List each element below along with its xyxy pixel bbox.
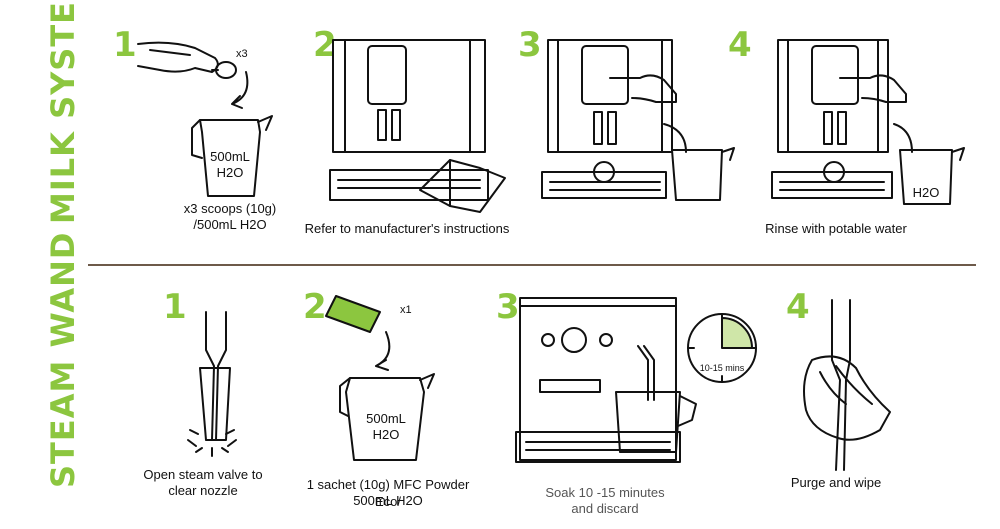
- coffee-machine-icon: [771, 39, 893, 199]
- milk-step-1-jug-label: 500mL: [210, 149, 250, 164]
- milk-step-1-multiplier: x3: [236, 48, 248, 60]
- hand-scoop-icon: [137, 41, 237, 79]
- tube-icon: [893, 123, 913, 153]
- steam-step-2-jug-formula: H2O: [372, 427, 400, 442]
- clock-icon: [687, 313, 757, 383]
- jug-icon: [899, 147, 965, 205]
- steam-step-2-number: 2: [303, 287, 327, 327]
- milk-step-3-number: 3: [518, 25, 542, 65]
- tube-icon: [663, 123, 687, 153]
- coffee-machine-icon: [329, 39, 489, 201]
- arrow-down-icon: [375, 331, 391, 371]
- milk-step-1-number: 1: [113, 25, 137, 65]
- clock-timer-label: 10-15 mins: [699, 363, 745, 373]
- steam-step-2-caption-a: 1 sachet (10g) MFC Powder Eco/: [306, 477, 470, 509]
- jug-icon: [615, 391, 697, 453]
- steam-step-3-number: 3: [496, 287, 520, 327]
- section-divider: [88, 264, 976, 266]
- coffee-machine-icon: [541, 39, 673, 199]
- pointing-hand-icon: [609, 74, 677, 103]
- steam-step-3-caption-a: Soak 10 -15 minutes: [545, 485, 665, 500]
- espresso-machine-icon: [515, 297, 681, 463]
- milk-step-2-caption: Refer to manufacturer's instructions: [304, 221, 510, 236]
- milk-step-1-caption-a: x3 scoops (10g): [183, 201, 277, 216]
- milk-step-4-jug-formula: H2O: [912, 185, 940, 200]
- steam-step-1-caption-a: Open steam valve to: [143, 467, 263, 482]
- milk-step-1-jug-formula: H2O: [216, 165, 244, 180]
- steam-burst-icon: [187, 429, 237, 457]
- milk-step-4-number: 4: [728, 25, 752, 65]
- cloth-icon: [803, 355, 891, 441]
- milk-step-1-caption-b: /500mL H2O: [193, 217, 267, 232]
- manual-book-icon: [419, 159, 506, 213]
- jug-icon: [671, 147, 735, 201]
- steam-step-2-jug-label: 500mL: [366, 411, 406, 426]
- sachet-icon: [325, 295, 381, 333]
- steam-step-3-caption-b: and discard: [571, 501, 639, 516]
- steam-step-4-number: 4: [786, 287, 810, 327]
- steam-step-2-multiplier: x1: [400, 304, 412, 316]
- milk-step-4-caption: Rinse with potable water: [765, 221, 907, 236]
- milk-step-2-number: 2: [313, 25, 337, 65]
- jug-icon: [191, 115, 273, 197]
- jug-icon: [339, 373, 435, 461]
- arrow-down-icon: [231, 71, 249, 109]
- steam-step-4-caption: Purge and wipe: [790, 475, 882, 490]
- steam-wand-icon: [831, 299, 851, 471]
- pointing-hand-icon: [839, 74, 907, 103]
- steam-wand-icon: [637, 345, 655, 401]
- steam-step-1-number: 1: [163, 287, 187, 327]
- steam-wand-icon: [199, 311, 231, 441]
- steam-step-1-caption-b: clear nozzle: [168, 483, 238, 498]
- steam-step-2-caption-b: 500mL H2O: [353, 493, 423, 508]
